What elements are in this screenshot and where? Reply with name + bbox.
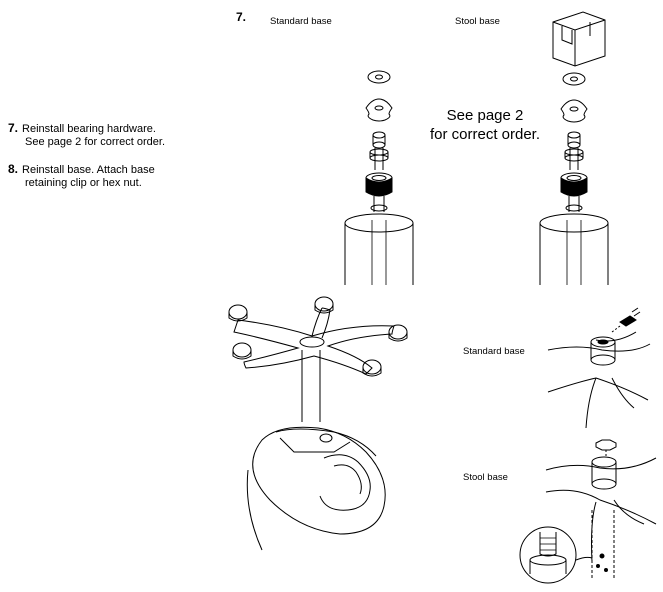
label-standard-base-top: Standard base — [270, 16, 332, 27]
step-7-number: 7. — [8, 121, 19, 135]
stool-base-hexnut-detail — [520, 440, 656, 583]
step-7-line2: See page 2 for correct order. — [25, 136, 166, 148]
standard-base-hardware-stack — [345, 71, 413, 285]
five-star-base-assembly — [229, 297, 407, 550]
retaining-clip-icon — [620, 316, 636, 326]
bearing-icon — [366, 99, 392, 121]
bearing-icon — [561, 100, 587, 122]
seat-icon — [253, 427, 386, 534]
caster-icon — [315, 297, 333, 313]
see-page-callout: See page 2 for correct order. — [420, 106, 550, 144]
hex-nut-icon — [596, 440, 616, 450]
step-8-number: 8. — [8, 162, 19, 176]
step-8-line2: retaining clip or hex nut. — [25, 177, 142, 189]
label-stool-base-bottom: Stool base — [463, 472, 508, 483]
step-7-line1: Reinstall bearing hardware. — [22, 123, 156, 135]
step-8-instruction: 8.Reinstall base. Attach base retaining … — [8, 163, 155, 190]
caster-icon — [233, 343, 251, 359]
magnifier-icon — [520, 527, 576, 583]
step-7-instruction: 7.Reinstall bearing hardware. See page 2… — [8, 122, 165, 149]
base-arms — [234, 320, 394, 374]
washer-icon — [563, 73, 585, 85]
standard-base-clip-detail — [548, 308, 650, 428]
stool-bracket-icon — [553, 12, 605, 66]
caster-icon — [389, 325, 407, 341]
callout-line1: See page 2 — [446, 107, 524, 124]
washer-icon — [368, 71, 390, 83]
caster-icon — [229, 305, 247, 321]
step-8-line1: Reinstall base. Attach base — [22, 164, 155, 176]
caster-icon — [363, 360, 381, 376]
label-standard-base-bottom: Standard base — [463, 346, 525, 357]
callout-line2: for correct order. — [429, 126, 541, 143]
label-stool-base-top: Stool base — [455, 16, 500, 27]
stool-base-hardware-stack — [540, 12, 608, 285]
figure-step-number: 7. — [236, 10, 247, 24]
